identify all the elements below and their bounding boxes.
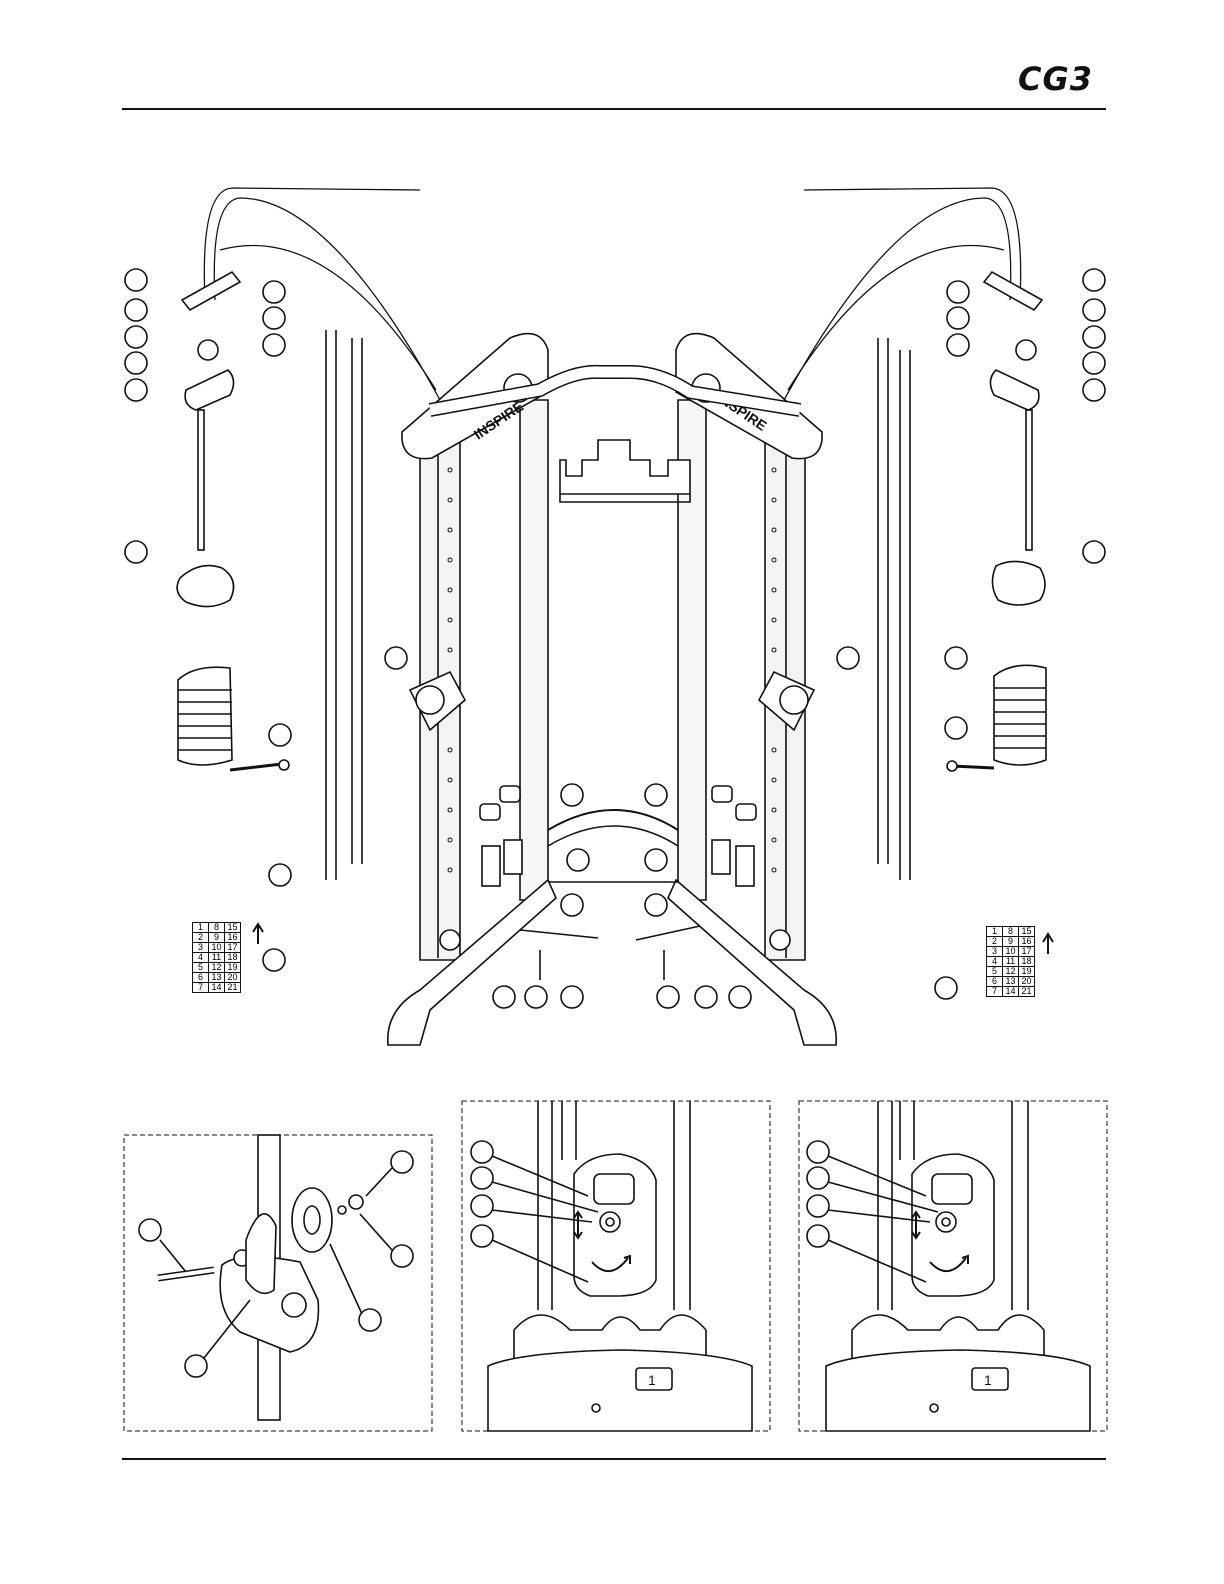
left-inner-upright: [520, 400, 548, 900]
weight-label-cell: 20: [1019, 977, 1035, 987]
weight-label-cell: 16: [225, 933, 241, 943]
weight-label-cell: 20: [225, 973, 241, 983]
callout-bubbles: [125, 269, 1105, 1008]
weight-label-cell: 1: [193, 923, 209, 933]
right-base-foot: [668, 880, 836, 1045]
weight-label-cell: 18: [1019, 957, 1035, 967]
weight-label-cell: 9: [1003, 937, 1019, 947]
weight-label-cell: 8: [1003, 927, 1019, 937]
weight-label-cell: 21: [225, 983, 241, 993]
accessory-tray: [560, 440, 690, 494]
weight-label-cell: 12: [209, 963, 225, 973]
left-up-arrow: [253, 924, 263, 944]
weight-label-cell: 9: [209, 933, 225, 943]
right-plates: [994, 665, 1046, 765]
left-base-foot: [388, 880, 556, 1045]
weight-label-cell: 1: [987, 927, 1003, 937]
weight-label-cell: 2: [987, 937, 1003, 947]
weight-label-cell: 7: [193, 983, 209, 993]
detail-panel-selector-right: [799, 1101, 1107, 1431]
weight-label-cell: 16: [1019, 937, 1035, 947]
weight-label-cell: 6: [193, 973, 209, 983]
weight-label-cell: 8: [209, 923, 225, 933]
weight-label-cell: 10: [1003, 947, 1019, 957]
weight-label-cell: 5: [987, 967, 1003, 977]
left-weight-stack: [177, 272, 362, 880]
weight-label-cell: 10: [209, 943, 225, 953]
floor-arch: [548, 810, 678, 830]
weight-label-cell: 2: [193, 933, 209, 943]
right-selector-pin: [952, 766, 994, 768]
weight-label-cell: 4: [193, 953, 209, 963]
left-plates: [178, 667, 232, 765]
weight-label-cell: 14: [1003, 987, 1019, 997]
weight-label-cell: 6: [987, 977, 1003, 987]
weight-label-cell: 15: [225, 923, 241, 933]
right-up-arrow: [1043, 934, 1053, 954]
weight-label-cell: 19: [1019, 967, 1035, 977]
weight-label-cell: 19: [225, 963, 241, 973]
weight-label-cell: 14: [209, 983, 225, 993]
middle-plate-number: 1: [648, 1372, 656, 1388]
weight-label-cell: 11: [209, 953, 225, 963]
weight-label-cell: 12: [1003, 967, 1019, 977]
weight-label-cell: 17: [1019, 947, 1035, 957]
weight-label-cell: 17: [225, 943, 241, 953]
weight-label-cell: 5: [193, 963, 209, 973]
weight-label-cell: 3: [987, 947, 1003, 957]
detail-panel-selector-middle: [462, 1101, 770, 1431]
weight-label-cell: 13: [209, 973, 225, 983]
weight-label-cell: 11: [1003, 957, 1019, 967]
right-plate-number: 1: [984, 1372, 992, 1388]
main-frame: INSPIRE INSPIRE: [388, 334, 836, 1045]
weight-label-cell: 4: [987, 957, 1003, 967]
weight-label-cell: 21: [1019, 987, 1035, 997]
weight-label-cell: 13: [1003, 977, 1019, 987]
weight-label-cell: 15: [1019, 927, 1035, 937]
detail-panel-pulley-assembly: [124, 1135, 432, 1431]
weight-label-cell: 7: [987, 987, 1003, 997]
right-weight-stack: [878, 272, 1046, 880]
weight-label-cell: 3: [193, 943, 209, 953]
weight-label-cell: 18: [225, 953, 241, 963]
left-selector-pin: [230, 764, 282, 770]
